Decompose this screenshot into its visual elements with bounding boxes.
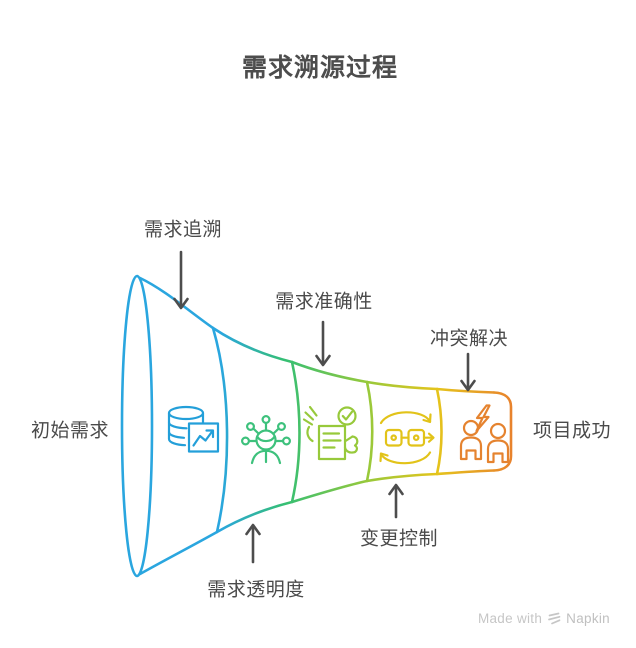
arrow-down-conflict-resolution (460, 352, 476, 392)
person-network-icon (241, 415, 292, 465)
callout-arrows (173, 250, 476, 564)
arrow-up-requirement-transparency (245, 523, 261, 564)
segment-divider-1 (211, 326, 229, 534)
funnel-outline (120, 274, 513, 578)
watermark-prefix: Made with (477, 611, 543, 626)
arrow-up-change-control (388, 483, 404, 519)
watermark: Made with Napkin (478, 611, 610, 626)
linked-blocks-cycle-icon (379, 411, 435, 465)
callout-label-change-control: 变更控制 (359, 528, 439, 550)
napkin-logo-icon (548, 612, 561, 625)
watermark-brand: Napkin (566, 611, 610, 626)
funnel-mouth (120, 274, 154, 578)
people-conflict-icon (459, 404, 510, 464)
funnel-bottom-edge (138, 469, 496, 576)
callout-label-conflict-resolution: 冲突解决 (429, 328, 509, 350)
segment-divider-3 (365, 380, 374, 483)
funnel-input-label: 初始需求 (30, 420, 110, 442)
callout-label-requirement-transparency: 需求透明度 (207, 579, 305, 601)
funnel-right-cap (492, 391, 513, 472)
arrow-down-requirement-accuracy (315, 320, 331, 367)
checklist-hands-icon (302, 405, 359, 461)
callout-label-requirement-tracing: 需求追溯 (143, 219, 223, 241)
funnel-output-label: 项目成功 (532, 420, 612, 442)
segment-divider-4 (435, 387, 443, 476)
database-trend-icon (167, 405, 220, 453)
callout-label-requirement-accuracy: 需求准确性 (275, 291, 373, 313)
segment-divider-2 (290, 360, 301, 504)
page-title: 需求溯源过程 (241, 54, 399, 82)
arrow-down-requirement-tracing (173, 250, 189, 310)
